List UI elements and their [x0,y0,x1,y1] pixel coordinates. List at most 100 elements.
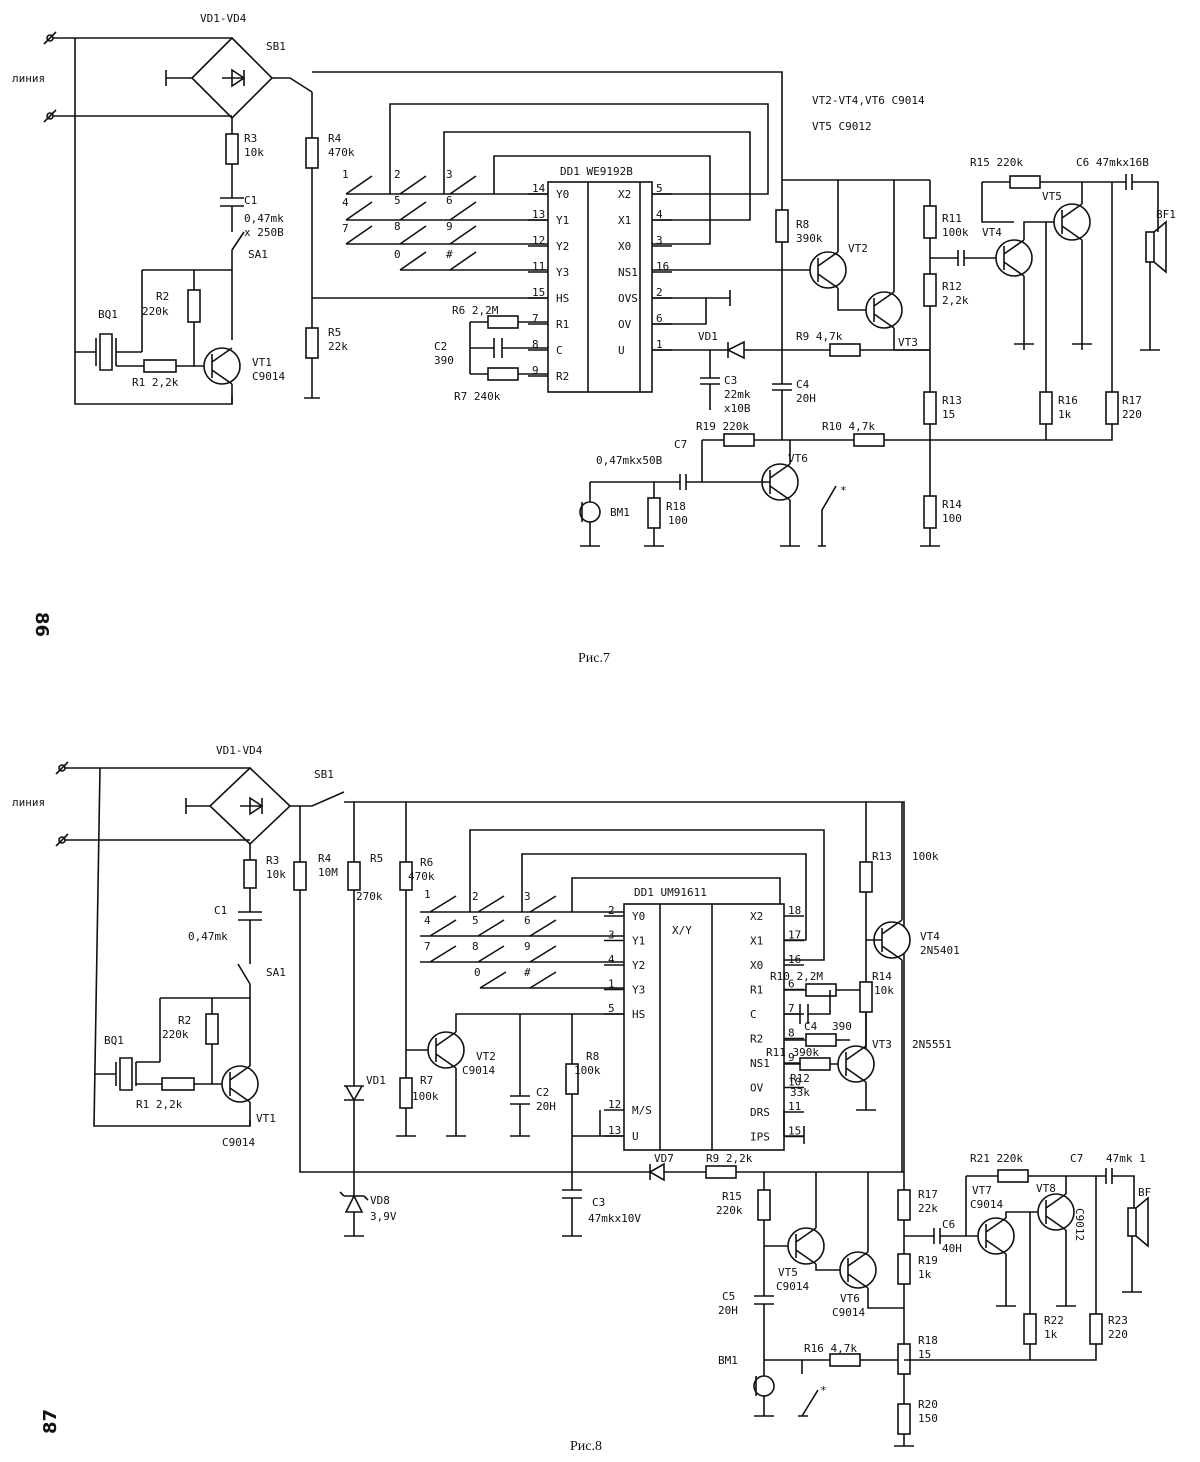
ic-pin-number: 7 [788,1002,795,1015]
earpiece-amplifier: R21 220k C7 47mk 1 C6 40H VT7 C9014 VT8 … [904,1152,1151,1361]
ic-pin-name: C [556,344,563,357]
key-3: 3 [446,168,453,181]
ic-pin-name: Y3 [632,984,645,997]
r16-label: R16 [1058,394,1078,407]
ic-pin-number: 14 [532,182,546,195]
r9-label: R9 2,2k [706,1152,753,1165]
bf-label: BF [1138,1186,1151,1199]
ic-pin-name: Y1 [632,935,645,948]
page-number-86: 86 [31,612,52,637]
r11-value: 100k [942,226,969,239]
ic-pin-number: 2 [656,286,663,299]
ic-pin-name: OV [750,1082,764,1095]
ic-pin-name: Y0 [632,910,645,923]
r5-value: 22k [328,340,348,353]
key-6: 6 [524,914,531,927]
r7-label: R7 [420,1074,433,1087]
c2-label: C2 [536,1086,549,1099]
line-label: линия [12,72,45,85]
vt6-type: C9014 [832,1306,865,1319]
keypad-matrix: 1 2 3 4 5 6 7 8 9 0 # [342,103,769,271]
vt8-label: VT8 [1036,1182,1056,1195]
r20-label: R20 [918,1398,938,1411]
sb1-label: SB1 [314,768,334,781]
c6-label: C6 [942,1218,955,1231]
r12-label: R12 [942,280,962,293]
ic-pin-name: NS1 [750,1057,770,1070]
c6-value: 40H [942,1242,962,1255]
vt1-oscillator: R2 220k BQ1 R1 2,2k VT1 C9014 [94,997,276,1149]
r3-c1-sa1-branch: R3 10k C1 0,47mk x 250B SA1 [220,118,284,270]
ic-pin-number: 1 [608,978,615,991]
key-star: * [820,1384,827,1397]
r2-value: 220k [162,1028,189,1041]
r9-label: R9 4,7k [796,330,843,343]
vt1-type: C9014 [252,370,285,383]
r10-label: R10 4,7k [822,420,875,433]
vt4-label: VT4 [982,226,1002,239]
key-1: 1 [342,168,349,181]
r20-value: 150 [918,1412,938,1425]
c7-label: C7 [1070,1152,1083,1165]
c7-label: C7 [674,438,687,451]
r2-label: R2 [178,1014,191,1027]
r2-label: R2 [156,290,169,303]
ic-pin-name: X0 [618,240,631,253]
bm1-label: BM1 [718,1354,738,1367]
r23-value: 220 [1108,1328,1128,1341]
vt2-label: VT2 [848,242,868,255]
c3-label: C3 [724,374,737,387]
vd7-label: VD7 [654,1152,674,1165]
c3-label: C3 [592,1196,605,1209]
vt7-type: C9014 [970,1198,1003,1211]
vt3-type: 2N5551 [912,1038,952,1051]
r11-label: R11 [942,212,962,225]
r6-label: R6 [420,856,433,869]
r19-label: R19 [918,1254,938,1267]
r3-value: 10k [244,146,264,159]
r3-label: R3 [266,854,279,867]
ic-pin-number: 15 [532,286,545,299]
key-5: 5 [394,194,401,207]
ic-pin-number: 4 [608,953,615,966]
ic-pin-number: 16 [788,953,801,966]
figure-8-schematic: линия VD1-VD4 SB1 R3 10k C1 0,47mk SA1 [12,744,1151,1447]
r4-label: R4 [318,852,332,865]
vd1-label: VD1 [698,330,718,343]
bq1-label: BQ1 [98,308,118,321]
ic-pin-name: HS [632,1008,645,1021]
r5-value: 270k [356,890,383,903]
vt5-label: VT5 [778,1266,798,1279]
r6-label: R6 2,2M [452,304,499,317]
r16-label: R16 4,7k [804,1342,857,1355]
r3-c1-sa1-branch: R3 10k C1 0,47mk SA1 [188,844,286,998]
ic-pin-name: OVS [618,292,638,305]
ic-pin-number: 9 [788,1051,795,1064]
r18-value: 100 [668,514,688,527]
ic-pin-number: 6 [788,978,795,991]
c1-label: C1 [214,904,227,917]
bridge-label: VD1-VD4 [200,12,247,25]
ic-pin-name: NS1 [618,266,638,279]
vt3-vt4-stage: R13 100k VT4 2N5401 R14 10k VT3 2N5551 [837,802,960,1172]
r12-value: 2,2k [942,294,969,307]
diode-bridge: VD1-VD4 [165,12,274,120]
r14-value: 100 [942,512,962,525]
ic-pin-name: IPS [750,1131,770,1144]
ic-pin-name: HS [556,292,569,305]
vt3-label: VT3 [898,336,918,349]
line-input: линия [12,761,251,1127]
r8-value: 390k [796,232,823,245]
ic-pin-number: 6 [656,312,663,325]
r2-value: 220k [142,305,169,318]
ic-pin-number: 18 [788,904,801,917]
r21-label: R21 220k [970,1152,1023,1165]
ic-pin-number: 9 [532,364,539,377]
ic-pin-name: X2 [750,910,763,923]
c7-value: 47mk 1 [1106,1152,1146,1165]
ic-pin-number: 13 [532,208,545,221]
ic-pin-number: 13 [608,1124,621,1137]
r12-value: 33k [790,1086,810,1099]
